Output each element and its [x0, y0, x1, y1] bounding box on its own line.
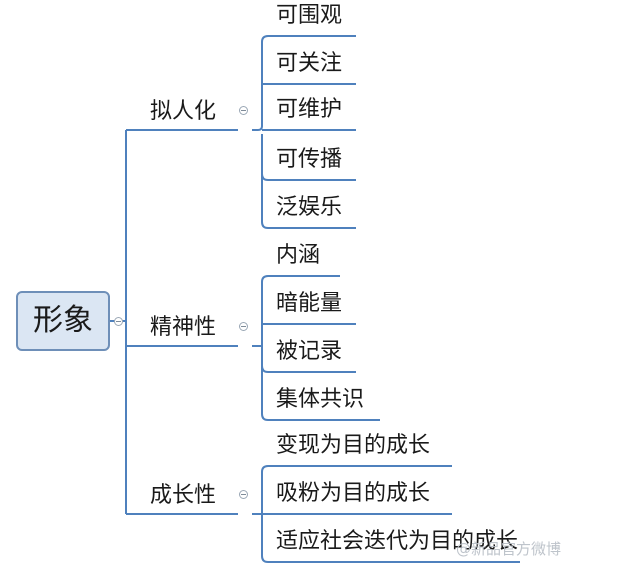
branch1-collapse-icon[interactable]: [239, 106, 248, 115]
leaf-1-4[interactable]: 可传播: [276, 147, 343, 172]
branch3-vertical: [252, 465, 452, 515]
root-label: 形象: [33, 303, 93, 338]
leaf-line-1-5: [261, 174, 356, 229]
leaf-2-3[interactable]: 被记录: [276, 339, 343, 364]
leaf-3-3[interactable]: 适应社会迭代为目的成长: [276, 529, 519, 554]
leaf-line-2-4: [261, 366, 380, 421]
leaf-1-2[interactable]: 可关注: [276, 51, 343, 76]
leaf-1-3[interactable]: 可维护: [276, 97, 343, 122]
root-collapse-icon[interactable]: [114, 317, 123, 326]
leaf-line-3-3: [261, 514, 520, 563]
leaf-1-1[interactable]: 可围观: [276, 3, 343, 28]
branch-label-3[interactable]: 成长性: [150, 483, 217, 508]
leaf-2-2[interactable]: 暗能量: [276, 291, 343, 316]
leaf-3-2[interactable]: 吸粉为目的成长: [276, 481, 431, 506]
branch2-collapse-icon[interactable]: [239, 322, 248, 331]
branch3-collapse-icon[interactable]: [239, 490, 248, 499]
leaf-1-5[interactable]: 泛娱乐: [276, 195, 343, 220]
leaf-2-4[interactable]: 集体共识: [276, 387, 365, 412]
root-node[interactable]: 形象: [16, 291, 110, 351]
branch-label-1[interactable]: 拟人化: [150, 99, 217, 124]
watermark-text: @新品官方微博: [456, 540, 562, 558]
branch2-vertical: [252, 275, 340, 347]
leaf-2-1[interactable]: 内涵: [276, 243, 321, 268]
leaf-3-1[interactable]: 变现为目的成长: [276, 433, 431, 458]
branch-label-2[interactable]: 精神性: [150, 315, 217, 340]
